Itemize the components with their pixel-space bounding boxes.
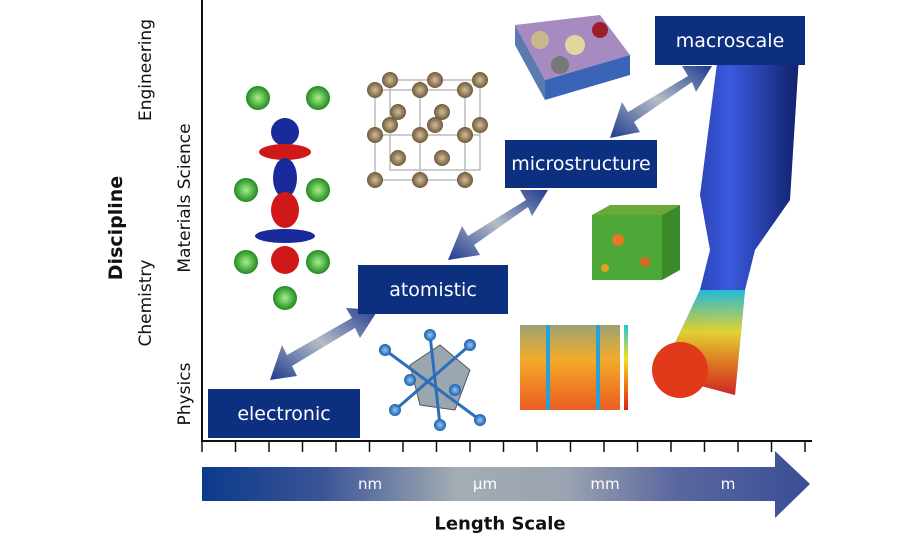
cluster-atom xyxy=(434,419,446,431)
lattice-atom xyxy=(412,82,428,98)
lattice-atom xyxy=(382,117,398,133)
lattice-atom xyxy=(457,172,473,188)
x-axis-title: Length Scale xyxy=(434,513,566,535)
scale-box-atomistic: atomistic xyxy=(358,265,508,314)
lattice-atom xyxy=(457,127,473,143)
scale-box-macroscale: macroscale xyxy=(655,16,805,65)
discipline-physics: Physics xyxy=(175,362,195,426)
unit-mm: mm xyxy=(590,475,620,493)
lattice-atom xyxy=(472,72,488,88)
molecular-orbital-image xyxy=(234,86,330,310)
lattice-atom xyxy=(472,117,488,133)
lattice-atom xyxy=(434,150,450,166)
lattice-atom xyxy=(367,127,383,143)
lattice-atom xyxy=(367,172,383,188)
lattice-atom xyxy=(390,150,406,166)
double-arrow-atomistic-microstructure xyxy=(448,190,548,260)
cluster-atom xyxy=(389,404,401,416)
cluster-atom xyxy=(464,339,476,351)
scale-box-electronic: electronic xyxy=(208,389,360,438)
discipline-chemistry: Chemistry xyxy=(136,259,156,347)
lattice-atom xyxy=(382,72,398,88)
lattice-atom xyxy=(412,172,428,188)
lattice-atom xyxy=(434,104,450,120)
lattice-atom xyxy=(427,117,443,133)
field-map-image xyxy=(520,325,628,410)
scale-box-microstructure: microstructure xyxy=(505,140,657,188)
cluster-atom xyxy=(474,414,486,426)
unit-nm: nm xyxy=(357,475,383,493)
lattice-atom xyxy=(412,127,428,143)
y-axis-title: Discipline xyxy=(105,175,127,281)
cluster-atom xyxy=(404,374,416,386)
lattice-atom xyxy=(367,82,383,98)
unit-um: µm xyxy=(472,475,498,493)
x-axis-ticks xyxy=(201,441,806,452)
double-arrow-electronic-atomistic xyxy=(270,308,378,380)
lattice-atom xyxy=(427,72,443,88)
atomic-cluster-image xyxy=(379,329,486,431)
length-scale-arrow xyxy=(202,451,810,518)
polycrystal-cube-image xyxy=(592,205,680,280)
grain-structure-image xyxy=(515,15,630,100)
cluster-atom xyxy=(424,329,436,341)
discipline-materials-science: Materials Science xyxy=(175,123,195,273)
crystal-lattice-image xyxy=(367,72,488,188)
lattice-atom xyxy=(390,104,406,120)
double-arrow-microstructure-macroscale xyxy=(610,66,712,138)
unit-m: m xyxy=(720,475,736,493)
cluster-atom xyxy=(379,344,391,356)
axes xyxy=(201,0,812,452)
cluster-atom xyxy=(449,384,461,396)
discipline-engineering: Engineering xyxy=(136,19,156,121)
lattice-atom xyxy=(457,82,473,98)
